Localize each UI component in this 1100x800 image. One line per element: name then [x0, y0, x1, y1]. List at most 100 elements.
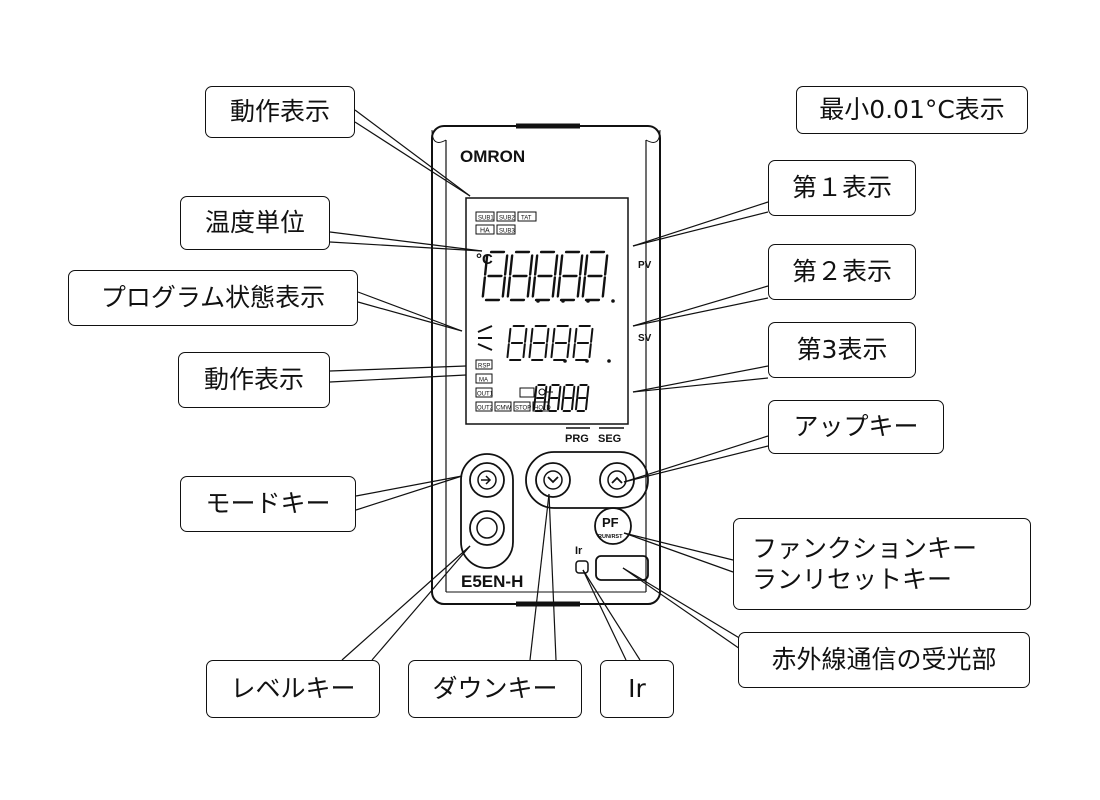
down-key[interactable] [535, 462, 571, 498]
digit-segment [526, 276, 532, 298]
digit-segment [531, 276, 537, 298]
digit-segment [574, 327, 578, 343]
digit [560, 384, 576, 412]
digit-segment [552, 327, 556, 343]
digit-segment [572, 343, 576, 359]
callout-level-key: レベルキー [206, 660, 380, 718]
digit [556, 250, 615, 303]
indicator-sub3: SUB3 [499, 229, 515, 235]
seg-label: SEG [598, 433, 621, 445]
digit-segment [556, 276, 562, 298]
left-key-housing [460, 453, 514, 569]
digit-segment [483, 254, 489, 276]
pf-key[interactable]: PF RUN/RST [594, 507, 632, 545]
right-key-housing [525, 451, 649, 509]
callout-level-key-text: レベルキー [230, 674, 356, 704]
mode-key[interactable] [469, 462, 505, 498]
digit-segment [568, 327, 572, 343]
digit-segment [560, 397, 565, 411]
callout-temp-unit-text: 温度単位 [204, 208, 305, 238]
callout-mode-key-text: モードキー [205, 489, 331, 519]
digit [481, 250, 540, 303]
callout-status-bottom: 動作表示 [178, 352, 330, 408]
digit-segment [508, 254, 514, 276]
callout-second-display: 第２表示 [768, 244, 916, 300]
program-state-indicator [477, 325, 493, 351]
callout-temp-unit: 温度単位 [180, 196, 330, 250]
indicator-out1: OUT1 [477, 392, 494, 398]
callout-function-key-line2: ランリセットキー [752, 565, 953, 594]
digit-segment [556, 397, 561, 411]
digit-segment [583, 254, 589, 276]
digit-segment [506, 343, 510, 359]
decimal-point [607, 359, 611, 363]
tuning-indicator [519, 387, 535, 398]
digit-segment [528, 343, 532, 359]
digit-segment [534, 385, 538, 399]
callout-min-resolution: 最小0.01°C表示 [796, 86, 1028, 134]
callout-down-key-text: ダウンキー [432, 674, 558, 704]
mode-icon [481, 475, 492, 485]
digit-segment [581, 276, 587, 298]
digit-segment [532, 397, 537, 411]
up-key[interactable] [599, 462, 635, 498]
digit-segment [542, 397, 547, 411]
third-display-digits [532, 384, 590, 412]
callout-program-state: プログラム状態表示 [68, 270, 358, 326]
callout-min-resolution-text: 最小0.01°C表示 [819, 95, 1005, 125]
indicator-ma: MA [479, 378, 488, 384]
callout-up-key-text: アップキー [793, 412, 919, 442]
digit-segment [590, 327, 594, 343]
digit [572, 325, 594, 361]
digit-segment [550, 343, 554, 359]
digit-segment [524, 327, 528, 343]
level-icon [476, 517, 498, 539]
level-key[interactable] [469, 510, 505, 546]
indicator-sub2: SUB2 [499, 216, 515, 222]
sv-label: SV [638, 333, 652, 344]
digit-segment [558, 254, 564, 276]
digit-segment [603, 254, 609, 276]
digit-segment [570, 397, 575, 411]
digit-segment [576, 385, 580, 399]
callout-status-top: 動作表示 [205, 86, 355, 138]
callout-ir-receiver-text: 赤外線通信の受光部 [771, 645, 997, 675]
indicator-hold: HOLD [534, 406, 551, 412]
callout-mode-key: モードキー [180, 476, 356, 532]
pv-label: PV [638, 260, 652, 271]
lcd-panel [465, 197, 629, 425]
callout-down-key: ダウンキー [408, 660, 582, 718]
callout-third-display: 第3表示 [768, 322, 916, 378]
indicator-out2: OUT2 [477, 406, 494, 412]
digit-segment [508, 327, 512, 343]
digit-segment [566, 343, 570, 359]
digit-segment [558, 385, 562, 399]
first-display-digits [481, 250, 615, 303]
digit [550, 325, 611, 363]
callout-ir: Ir [600, 660, 674, 718]
callout-program-state-text: プログラム状態表示 [100, 283, 326, 313]
digit-segment [588, 343, 592, 359]
infrared-receiver-window [595, 555, 649, 581]
digit-segment [501, 276, 507, 298]
callout-status-bottom-text: 動作表示 [203, 365, 304, 395]
digit-segment [601, 276, 607, 298]
digit-segment [584, 397, 589, 411]
ir-label: Ir [575, 545, 583, 557]
digit-segment [533, 254, 539, 276]
decimal-point [611, 299, 615, 303]
digit-segment [576, 276, 582, 298]
digit-segment [522, 343, 526, 359]
callout-third-display-text: 第3表示 [796, 335, 888, 365]
digit-segment [586, 385, 590, 399]
digit-segment [481, 276, 487, 298]
top-indicators: SUB1 SUB2 TAT HA SUB3 [475, 211, 537, 235]
left-indicators: RSP MA OUT1 OUT2 CMW STOP HOLD [475, 359, 553, 412]
digit-segment [530, 327, 534, 343]
pf-key-sublabel: RUN/RST [598, 534, 623, 540]
callout-ir-receiver: 赤外線通信の受光部 [738, 632, 1030, 688]
ir-port [575, 560, 589, 574]
digit [506, 325, 567, 363]
digit-segment [572, 385, 576, 399]
